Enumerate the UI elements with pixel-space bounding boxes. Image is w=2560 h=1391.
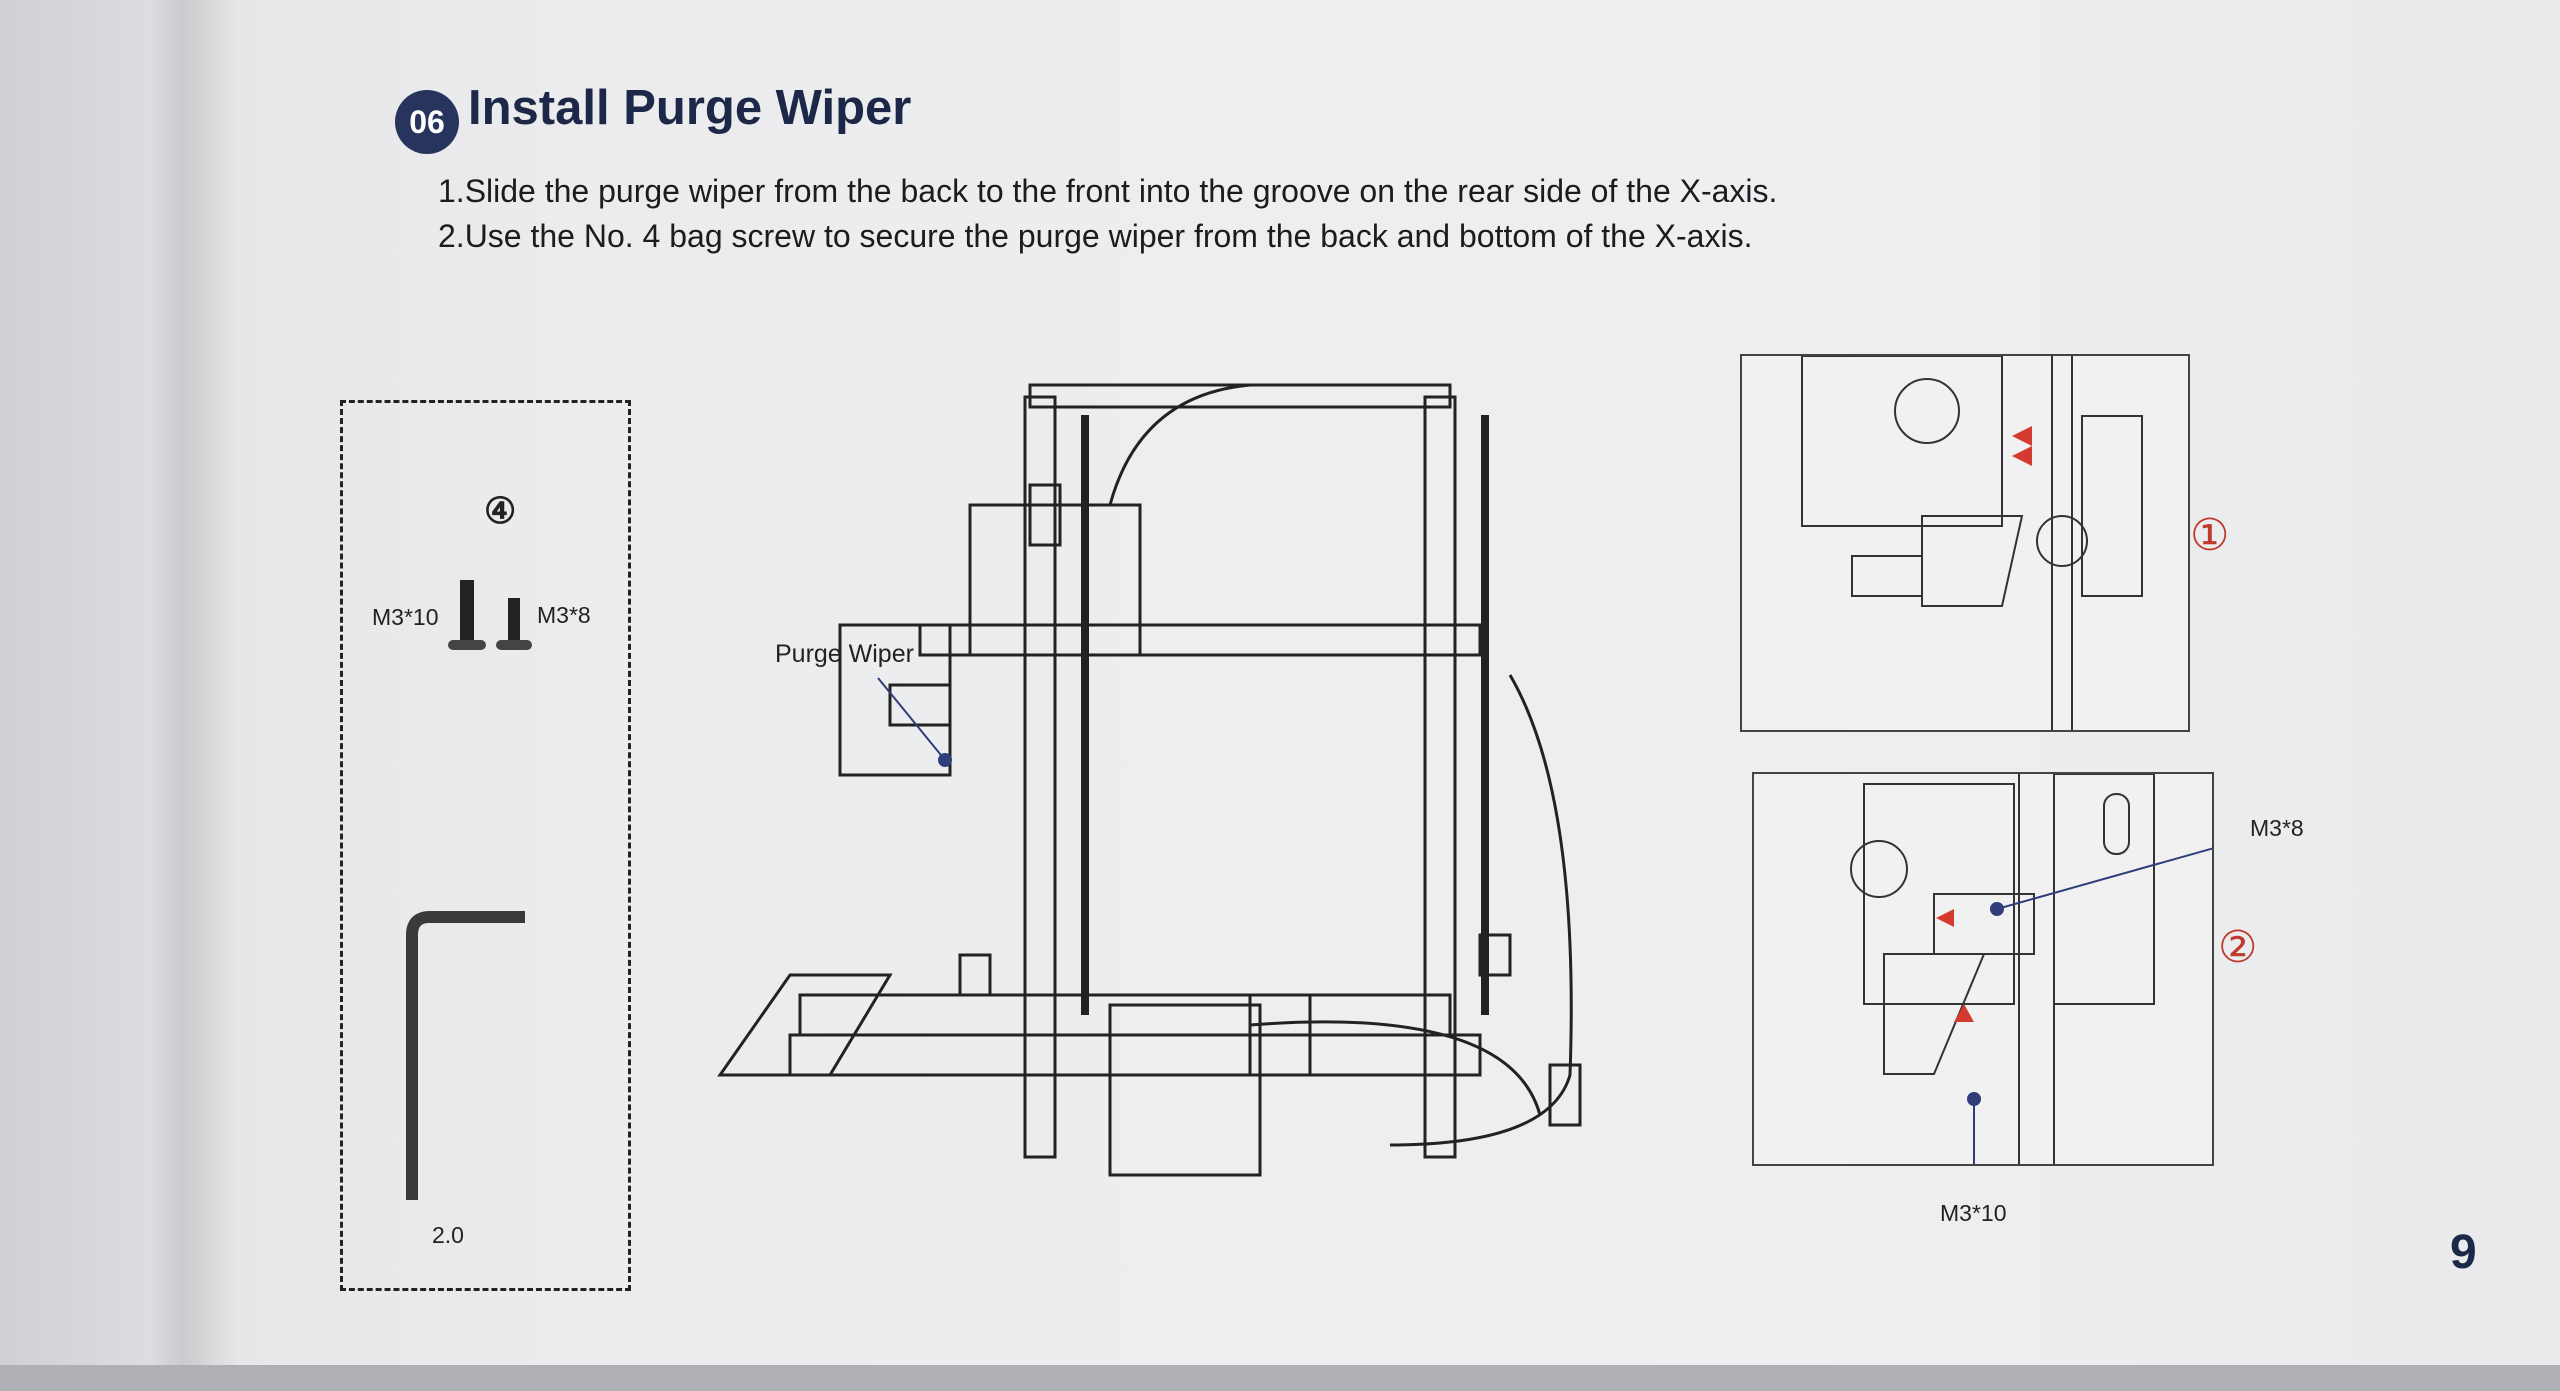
book-gutter (0, 0, 200, 1391)
screw-callout-m3x10: M3*10 (1940, 1200, 2007, 1226)
screw-label-m3x8: M3*8 (537, 602, 591, 628)
instruction-step-2: 2.Use the No. 4 bag screw to secure the … (438, 218, 1753, 254)
section-number-badge: 06 (395, 90, 459, 154)
screws-icon (448, 580, 532, 650)
inset-2-drawing (1850, 774, 2212, 1164)
detail-inset-1 (1740, 354, 2190, 732)
section-title: Install Purge Wiper (468, 81, 912, 135)
step-marker-1: ① (2190, 511, 2230, 560)
table-surface (0, 1365, 2560, 1391)
page-number: 9 (2450, 1226, 2477, 1279)
screw-callout-m3x8: M3*8 (2250, 815, 2304, 841)
step-marker-2: ② (2218, 923, 2258, 972)
parts-kit-box (340, 400, 631, 1291)
instruction-step-1: 1.Slide the purge wiper from the back to… (438, 173, 1778, 209)
hex-key-icon (406, 911, 525, 1200)
purge-wiper-label: Purge Wiper (775, 640, 914, 668)
screw-label-m3x10: M3*10 (372, 604, 439, 630)
detail-inset-2 (1752, 772, 2214, 1166)
printer-diagram (717, 383, 1582, 1177)
bag-number: ④ (484, 490, 517, 531)
inset-1-drawing (1801, 356, 2143, 730)
hex-key-size: 2.0 (432, 1222, 464, 1248)
